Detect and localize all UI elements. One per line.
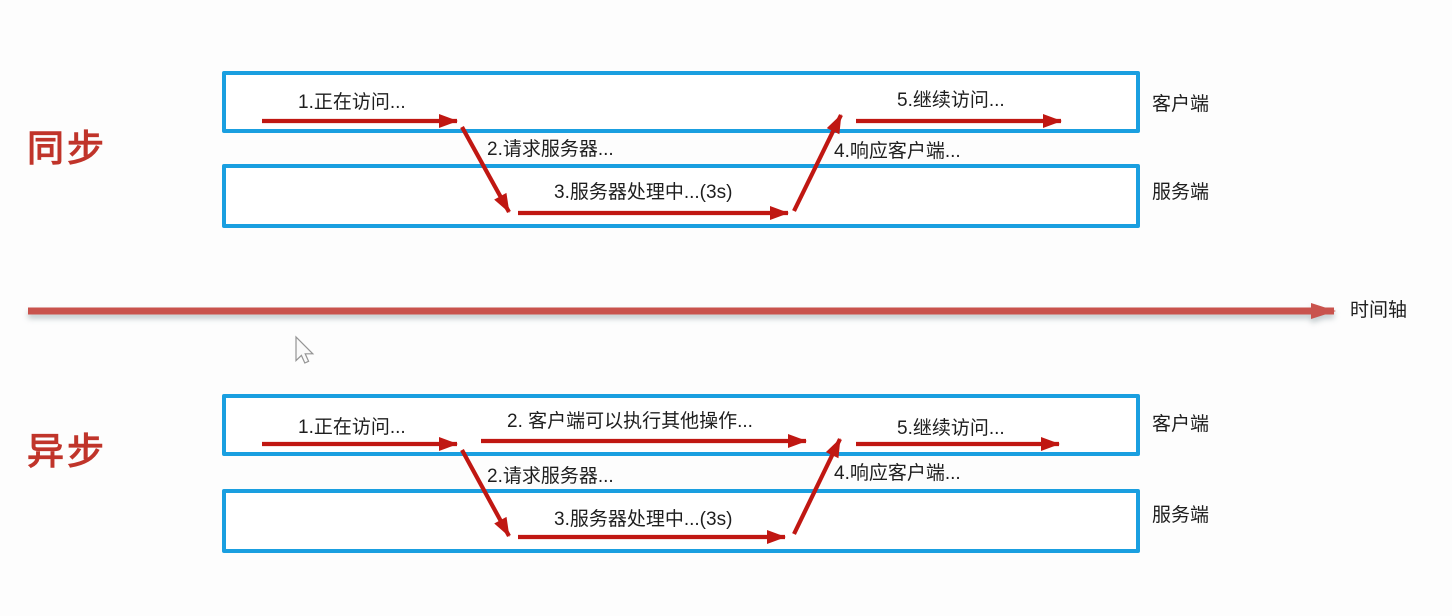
async-server-box-label: 服务端 bbox=[1152, 505, 1210, 526]
async-section-label: 异步 bbox=[27, 431, 107, 472]
timeline-axis-label: 时间轴 bbox=[1350, 300, 1408, 321]
async-step5-label: 5.继续访问... bbox=[897, 418, 1005, 439]
sync-step2-label: 2.请求服务器... bbox=[487, 139, 614, 160]
async-step3-label: 3.服务器处理中...(3s) bbox=[554, 509, 733, 530]
sync-step1-label: 1.正在访问... bbox=[298, 92, 406, 113]
sync-server-box bbox=[222, 164, 1140, 228]
async-step2-parallel-label: 2. 客户端可以执行其他操作... bbox=[507, 411, 753, 432]
async-step2-label: 2.请求服务器... bbox=[487, 466, 614, 487]
async-step4-label: 4.响应客户端... bbox=[834, 463, 961, 484]
async-client-box-label: 客户端 bbox=[1152, 414, 1210, 435]
async-server-box bbox=[222, 489, 1140, 553]
sync-step5-label: 5.继续访问... bbox=[897, 90, 1005, 111]
async-step1-label: 1.正在访问... bbox=[298, 417, 406, 438]
sync-step4-label: 4.响应客户端... bbox=[834, 141, 961, 162]
sync-server-box-label: 服务端 bbox=[1152, 182, 1210, 203]
sync-section-label: 同步 bbox=[27, 128, 107, 169]
sync-step3-label: 3.服务器处理中...(3s) bbox=[554, 182, 733, 203]
sync-client-box-label: 客户端 bbox=[1152, 94, 1210, 115]
mouse-cursor bbox=[295, 335, 315, 364]
